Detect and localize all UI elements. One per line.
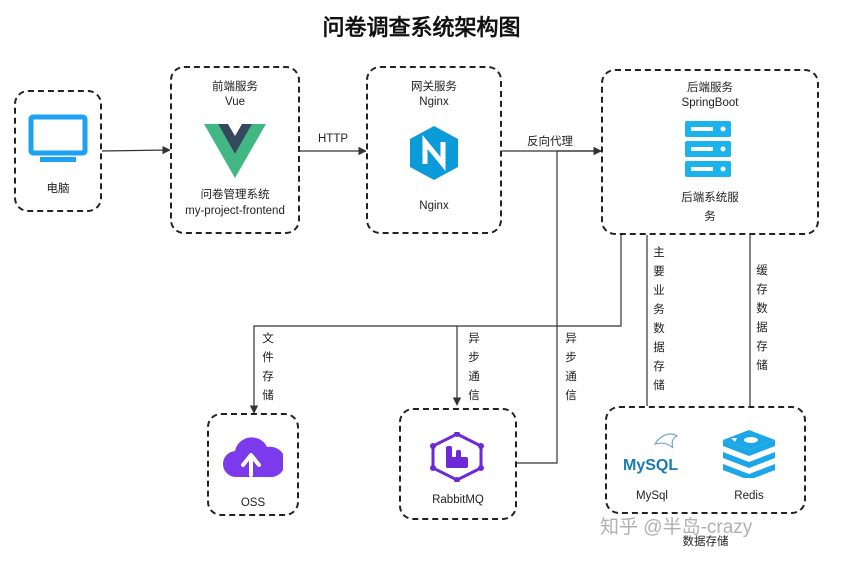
redis-label: Redis bbox=[734, 490, 764, 502]
edge-label-file-storage: 文件存储 bbox=[262, 333, 274, 402]
edge-label-async-1: 异步通信 bbox=[468, 333, 480, 402]
backend-tech: SpringBoot bbox=[681, 97, 739, 109]
backend-name-line2: 务 bbox=[704, 211, 716, 223]
pc-label: 电脑 bbox=[46, 183, 70, 195]
edge-label-http: HTTP bbox=[318, 133, 349, 145]
frontend-repo: my-project-frontend bbox=[185, 205, 285, 217]
backend-node: 后端服务 SpringBoot 后端系统服 务 bbox=[601, 69, 819, 235]
vue-logo-icon bbox=[204, 124, 266, 178]
edge-label-proxy: 反向代理 bbox=[527, 136, 573, 148]
gateway-node: 网关服务 Nginx Nginx bbox=[366, 66, 502, 234]
storage-group-label: 数据存储 bbox=[682, 536, 729, 548]
oss-node: OSS bbox=[207, 413, 299, 516]
edge-label-main-storage: 主要业务数据存储 bbox=[653, 247, 665, 392]
mysql-logo-text: MySQL bbox=[623, 457, 678, 474]
gateway-tech: Nginx bbox=[419, 96, 449, 108]
gateway-name: Nginx bbox=[419, 200, 449, 212]
edge-label-cache: 缓存数据存储 bbox=[756, 265, 768, 372]
frontend-header: 前端服务 bbox=[212, 81, 258, 93]
edge-backend-oss bbox=[249, 234, 622, 414]
diagram-title: 问卷调查系统架构图 bbox=[322, 15, 521, 40]
mysql-label: MySql bbox=[636, 490, 668, 502]
rabbitmq-logo-icon bbox=[430, 432, 484, 482]
mysql-logo-icon: MySQL bbox=[623, 433, 678, 474]
cloud-upload-icon bbox=[223, 437, 283, 478]
backend-header: 后端服务 bbox=[687, 82, 733, 94]
redis-logo-icon bbox=[723, 430, 775, 478]
frontend-name: 问卷管理系统 bbox=[200, 189, 270, 201]
gateway-header: 网关服务 bbox=[411, 81, 457, 93]
storage-node: MySQL MySql Redis bbox=[605, 406, 806, 514]
rabbitmq-label: RabbitMQ bbox=[432, 494, 484, 506]
pc-node: 电脑 bbox=[14, 90, 102, 212]
edge-label-async-2: 异步通信 bbox=[565, 333, 577, 402]
oss-label: OSS bbox=[240, 497, 266, 509]
monitor-icon bbox=[28, 114, 88, 162]
frontend-node: 前端服务 Vue 问卷管理系统 my-project-frontend bbox=[170, 66, 300, 234]
server-stack-icon bbox=[685, 121, 731, 177]
nginx-logo-icon bbox=[410, 126, 458, 180]
backend-name-line1: 后端系统服 bbox=[681, 192, 739, 204]
edge-rabbitmq-backend bbox=[517, 146, 602, 464]
edge-pc-frontend bbox=[100, 145, 171, 155]
watermark: 知乎 @半岛-crazy bbox=[600, 517, 753, 538]
rabbitmq-node: RabbitMQ bbox=[399, 408, 517, 520]
frontend-tech: Vue bbox=[224, 96, 246, 108]
